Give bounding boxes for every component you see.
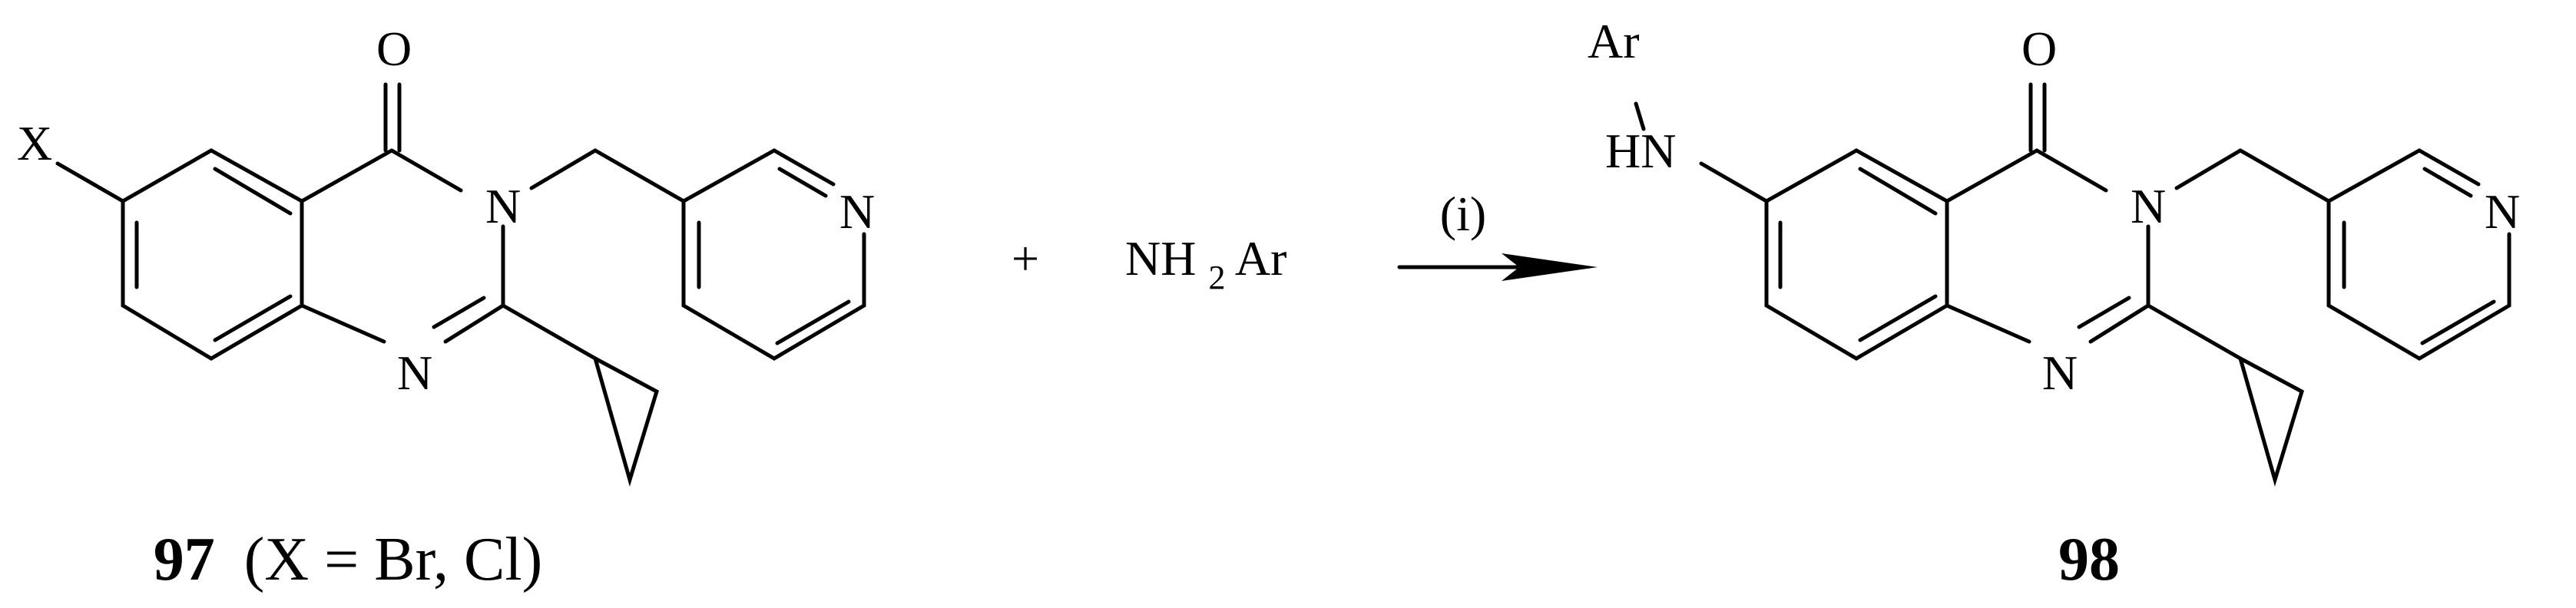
reactant-structure-97: X O N N N bbox=[17, 21, 875, 487]
reaction-arrow bbox=[1397, 253, 1598, 281]
compound-label-98: 98 bbox=[2058, 526, 2120, 593]
compound-number-97: 97 bbox=[154, 526, 215, 593]
product-structure-98: Ar HN O N N N bbox=[1588, 14, 2520, 487]
n1-label: N bbox=[2042, 345, 2078, 400]
pyridine-n-label: N bbox=[2485, 184, 2520, 239]
ar-label: Ar bbox=[1588, 14, 1640, 68]
carbonyl-oxygen-label: O bbox=[2021, 21, 2057, 76]
n3-label: N bbox=[485, 179, 521, 233]
carbonyl-oxygen-label: O bbox=[376, 21, 412, 76]
n3-label: N bbox=[2131, 179, 2166, 233]
hn-label: HN bbox=[1605, 124, 1676, 178]
reagent-subscript: 2 bbox=[1208, 259, 1225, 296]
reagent-nh2ar: NH 2 Ar bbox=[1125, 231, 1286, 299]
compound-note-97: (X = Br, Cl) bbox=[244, 526, 543, 593]
reagent-prefix: NH bbox=[1125, 231, 1196, 286]
n1-label: N bbox=[397, 345, 432, 400]
plus-sign: + bbox=[1012, 231, 1039, 286]
x-substituent-label: X bbox=[17, 116, 52, 170]
pyridine-n-label: N bbox=[839, 184, 875, 239]
reaction-conditions: (i) bbox=[1440, 187, 1486, 241]
compound-label-97: 97 (X = Br, Cl) bbox=[154, 526, 543, 593]
reagent-suffix: Ar bbox=[1235, 231, 1287, 286]
